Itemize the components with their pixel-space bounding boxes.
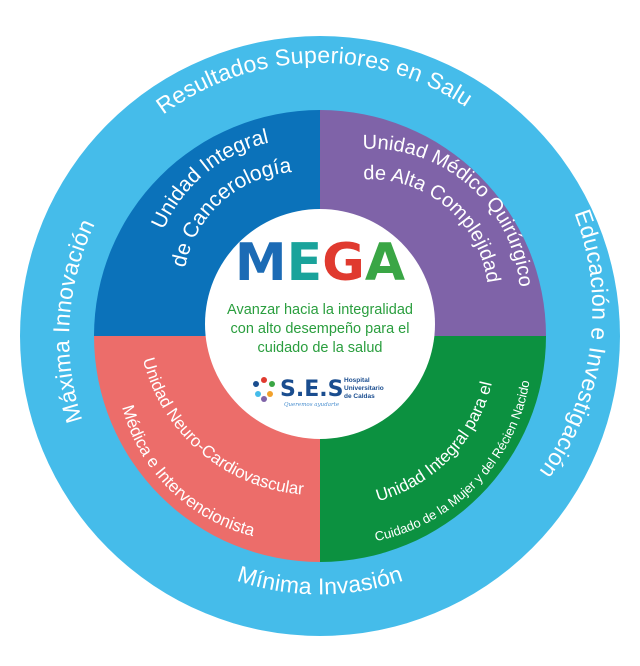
logo-line-2: Universitario bbox=[344, 385, 384, 392]
mega-letter-e: E bbox=[287, 233, 323, 293]
tagline-line-1: Avanzar hacia la integralidad bbox=[227, 302, 413, 318]
mega-letter-m: M bbox=[235, 233, 287, 293]
people-icon bbox=[253, 377, 275, 402]
mega-letter-a: A bbox=[365, 233, 405, 293]
logo-slogan: Queremos ayudarte bbox=[284, 402, 340, 408]
logo-name: S.E.S bbox=[280, 377, 343, 402]
logo-line-1: Hospital bbox=[344, 377, 370, 384]
mega-title: MEGA bbox=[235, 233, 405, 293]
tagline-line-3: cuidado de la salud bbox=[258, 340, 383, 356]
ses-logo: S.E.S Hospital Universitario de Caldas Q… bbox=[253, 377, 384, 408]
tagline-line-2: con alto desempeño para el bbox=[231, 321, 410, 337]
mega-letter-g: G bbox=[322, 233, 365, 293]
logo-line-3: de Caldas bbox=[344, 393, 375, 400]
